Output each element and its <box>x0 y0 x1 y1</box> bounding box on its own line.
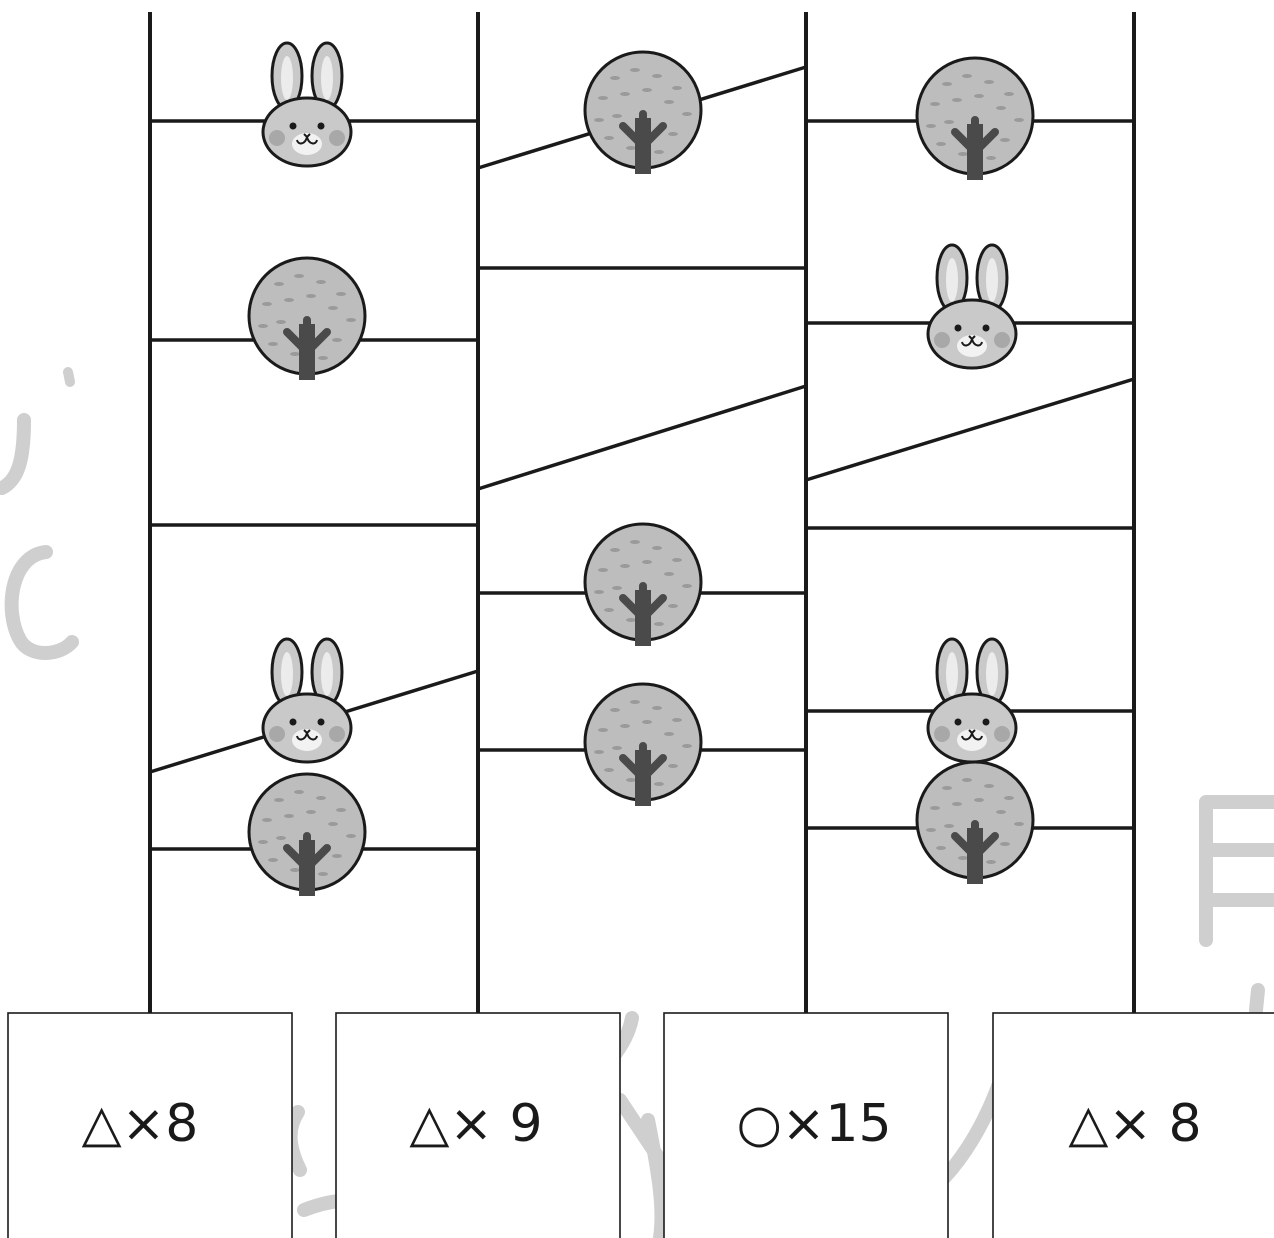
tree-icon <box>585 52 701 174</box>
result-label: △× 9 <box>409 1094 542 1154</box>
rabbit-icon <box>261 41 353 168</box>
result-slot-1[interactable]: △×8 <box>7 1012 293 1238</box>
ladder-icons <box>249 41 1033 896</box>
tree-icon <box>917 762 1033 884</box>
rabbit-icon <box>926 637 1018 764</box>
result-label: △× 8 <box>1068 1094 1201 1154</box>
rabbit-icon <box>261 637 353 764</box>
result-label: △×8 <box>82 1094 199 1154</box>
tree-icon <box>249 774 365 896</box>
tree-icon <box>585 524 701 646</box>
tree-icon <box>249 258 365 380</box>
rung <box>805 377 1135 482</box>
result-box <box>335 1012 621 1238</box>
result-box <box>663 1012 949 1238</box>
rabbit-icon <box>926 243 1018 370</box>
result-slot-3[interactable]: ○×15 <box>663 1012 949 1238</box>
result-slot-4[interactable]: △× 8 <box>992 1012 1274 1238</box>
tree-icon <box>917 58 1033 180</box>
rung <box>477 384 807 491</box>
ladder-rungs <box>149 65 1135 851</box>
result-box <box>7 1012 293 1238</box>
result-slots: △×8 △× 9 ○×15 △× 8 <box>7 1012 1274 1238</box>
result-slot-2[interactable]: △× 9 <box>335 1012 621 1238</box>
tree-icon <box>585 684 701 806</box>
result-box <box>992 1012 1274 1238</box>
result-label: ○×15 <box>736 1094 891 1154</box>
